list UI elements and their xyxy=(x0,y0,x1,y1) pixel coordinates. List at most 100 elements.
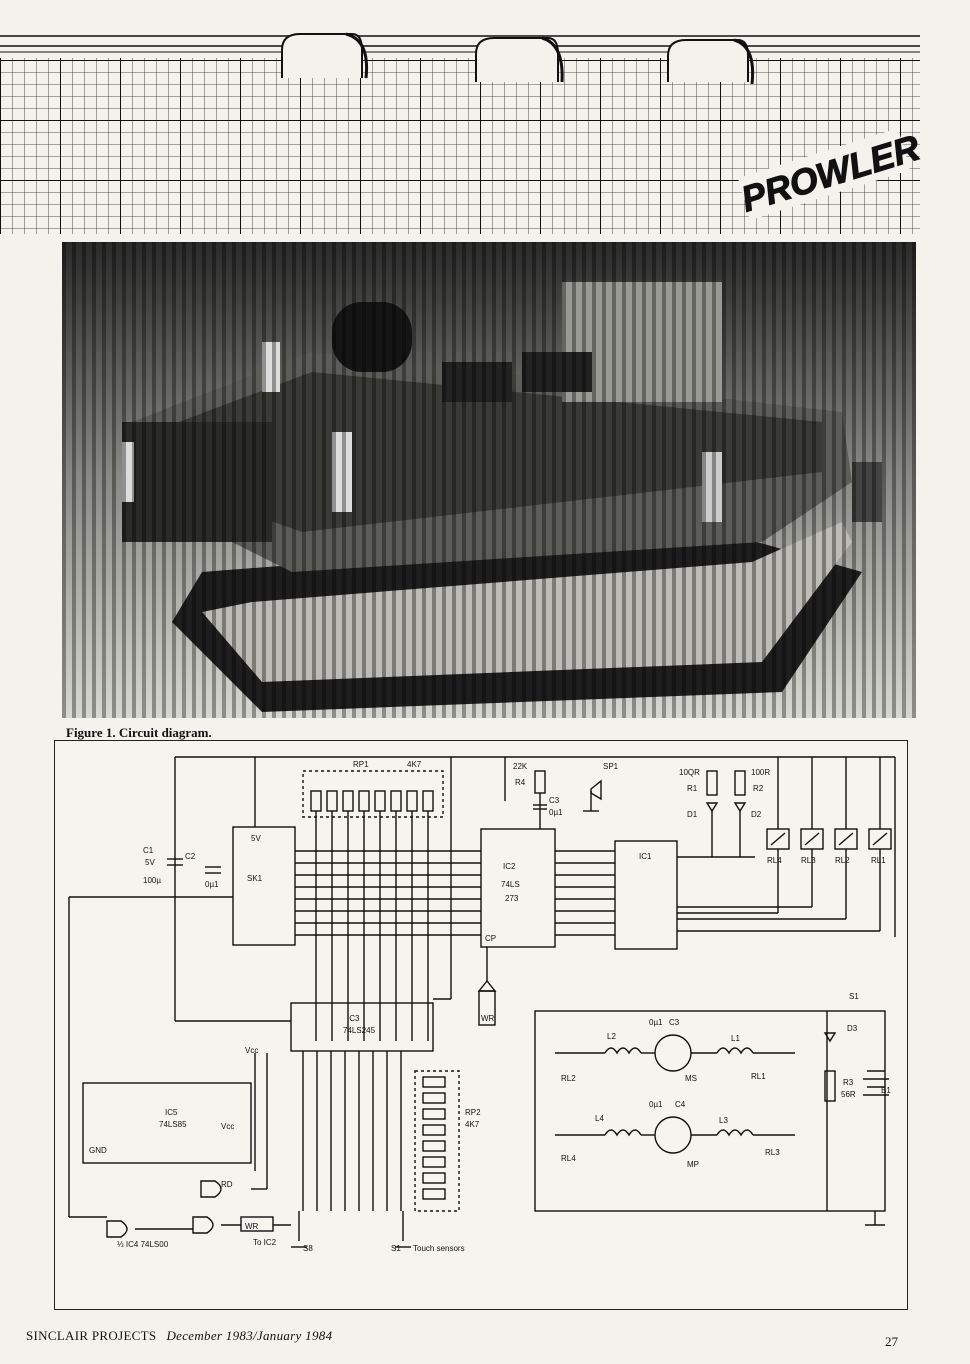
label-r4: R4 xyxy=(515,778,526,787)
label-r4v: 22K xyxy=(513,762,528,771)
label-r1: R1 xyxy=(687,784,698,793)
label-sp1: SP1 xyxy=(603,762,619,771)
label-c2v: 0µ1 xyxy=(205,880,219,889)
label-ms: MS xyxy=(685,1074,697,1083)
nand-gate-rd xyxy=(200,1180,222,1198)
label-c4v: 0µ1 xyxy=(649,1100,663,1109)
label-l1: L1 xyxy=(731,1034,740,1043)
label-wr1: WR xyxy=(481,1014,495,1023)
label-rl2b: RL2 xyxy=(561,1074,576,1083)
label-d2: D2 xyxy=(751,810,762,819)
r3-resistor xyxy=(824,1070,836,1102)
l2-coil xyxy=(604,1047,642,1055)
label-l4: L4 xyxy=(595,1114,604,1123)
label-sk1: SK1 xyxy=(247,874,263,883)
label-l2: L2 xyxy=(607,1032,616,1041)
d3-led xyxy=(823,1032,837,1043)
ic3-chip xyxy=(290,1002,434,1052)
label-ic3v: 74LS245 xyxy=(343,1026,376,1035)
label-sk1v: 5V xyxy=(251,834,261,843)
issue-date: December 1983/January 1984 xyxy=(166,1328,333,1343)
label-ic2b: 273 xyxy=(505,894,519,903)
nand-gate-1 xyxy=(106,1220,128,1238)
label-c3v: 0µ1 xyxy=(549,808,563,817)
label-touch: Touch sensors xyxy=(413,1244,465,1253)
label-r2: R2 xyxy=(753,784,764,793)
label-rl3b: RL3 xyxy=(765,1148,780,1157)
graph-paper-grid: PROWLER xyxy=(0,32,925,234)
label-rl1: RL1 xyxy=(871,856,886,865)
ic2-to-ic1-lines xyxy=(555,850,615,936)
ic5-chip xyxy=(82,1082,252,1164)
label-rl1b: RL1 xyxy=(751,1072,766,1081)
l4-coil xyxy=(604,1129,642,1137)
motor-ms xyxy=(654,1034,692,1072)
label-r1v: 10QR xyxy=(679,768,700,777)
motor-mp xyxy=(654,1116,692,1154)
data-bus-lines xyxy=(315,811,429,1041)
label-r3v: 56R xyxy=(841,1090,856,1099)
clip-tab-2 xyxy=(475,36,564,83)
d1-led xyxy=(705,802,719,813)
motor-drive-section xyxy=(534,1010,886,1212)
label-mp: MP xyxy=(687,1160,699,1169)
l3-coil xyxy=(716,1129,754,1137)
graph-paper-header: PROWLER xyxy=(0,0,970,240)
label-ic1: IC1 xyxy=(639,852,652,861)
r4-resistor xyxy=(534,770,546,794)
label-s1: S1 xyxy=(391,1244,401,1253)
label-c3: C3 xyxy=(549,796,560,805)
label-ic5gnd: GND xyxy=(89,1146,107,1155)
label-rl3: RL3 xyxy=(801,856,816,865)
label-ic5vcc: Vcc xyxy=(221,1122,234,1131)
clip-tab-1 xyxy=(281,32,369,79)
sk1-to-ic2-lines xyxy=(295,850,481,936)
label-cp: CP xyxy=(485,934,496,943)
label-l3: L3 xyxy=(719,1116,728,1125)
label-c1: C1 xyxy=(143,846,154,855)
label-c3b: C3 xyxy=(669,1018,680,1027)
label-vcc: Vcc xyxy=(245,1046,258,1055)
sp1-speaker xyxy=(590,779,602,801)
label-rp1: RP1 xyxy=(353,760,369,769)
label-c3bv: 0µ1 xyxy=(649,1018,663,1027)
ic2-chip xyxy=(480,828,556,948)
label-ic2a: 74LS xyxy=(501,880,520,889)
ic1-chip xyxy=(614,840,678,950)
clip-tab-3 xyxy=(667,38,755,85)
page-number: 27 xyxy=(885,1334,898,1349)
label-b1: B1 xyxy=(881,1086,891,1095)
label-s8: S8 xyxy=(303,1244,313,1253)
label-toic2: To IC2 xyxy=(253,1238,277,1247)
figure-caption: Figure 1. Circuit diagram. xyxy=(66,725,212,740)
sk1-connector xyxy=(232,826,296,946)
robot-photo xyxy=(62,242,916,718)
d2-led xyxy=(733,802,747,813)
r1-resistor xyxy=(706,770,718,796)
sensor-lines xyxy=(302,1051,402,1211)
label-s1top: S1 xyxy=(849,992,859,1001)
label-rl4: RL4 xyxy=(767,856,782,865)
label-c1a: 5V xyxy=(145,858,155,867)
label-ic3: IC3 xyxy=(347,1014,360,1023)
label-ic4: ⅓ IC4 74LS00 xyxy=(117,1240,169,1249)
label-c1b: 100µ xyxy=(143,876,161,885)
label-rp2: RP2 xyxy=(465,1108,481,1117)
label-d3: D3 xyxy=(847,1024,858,1033)
label-r2v: 100R xyxy=(751,768,770,777)
circuit-diagram-drawing: RP14K722KR4SP1C30µ110QRR1100RR2D1D2C15V1… xyxy=(68,756,896,1253)
relay-coils xyxy=(677,757,892,932)
rp2-resistors xyxy=(422,1076,446,1200)
label-wr2: WR xyxy=(245,1222,259,1231)
nand-gate-wr xyxy=(192,1216,214,1234)
label-rd: RD xyxy=(221,1180,233,1189)
label-rl2: RL2 xyxy=(835,856,850,865)
label-c4: C4 xyxy=(675,1100,686,1109)
label-d1: D1 xyxy=(687,810,698,819)
l1-coil xyxy=(716,1047,754,1055)
label-ic5: IC5 xyxy=(165,1108,178,1117)
rp1-resistors xyxy=(310,790,434,812)
